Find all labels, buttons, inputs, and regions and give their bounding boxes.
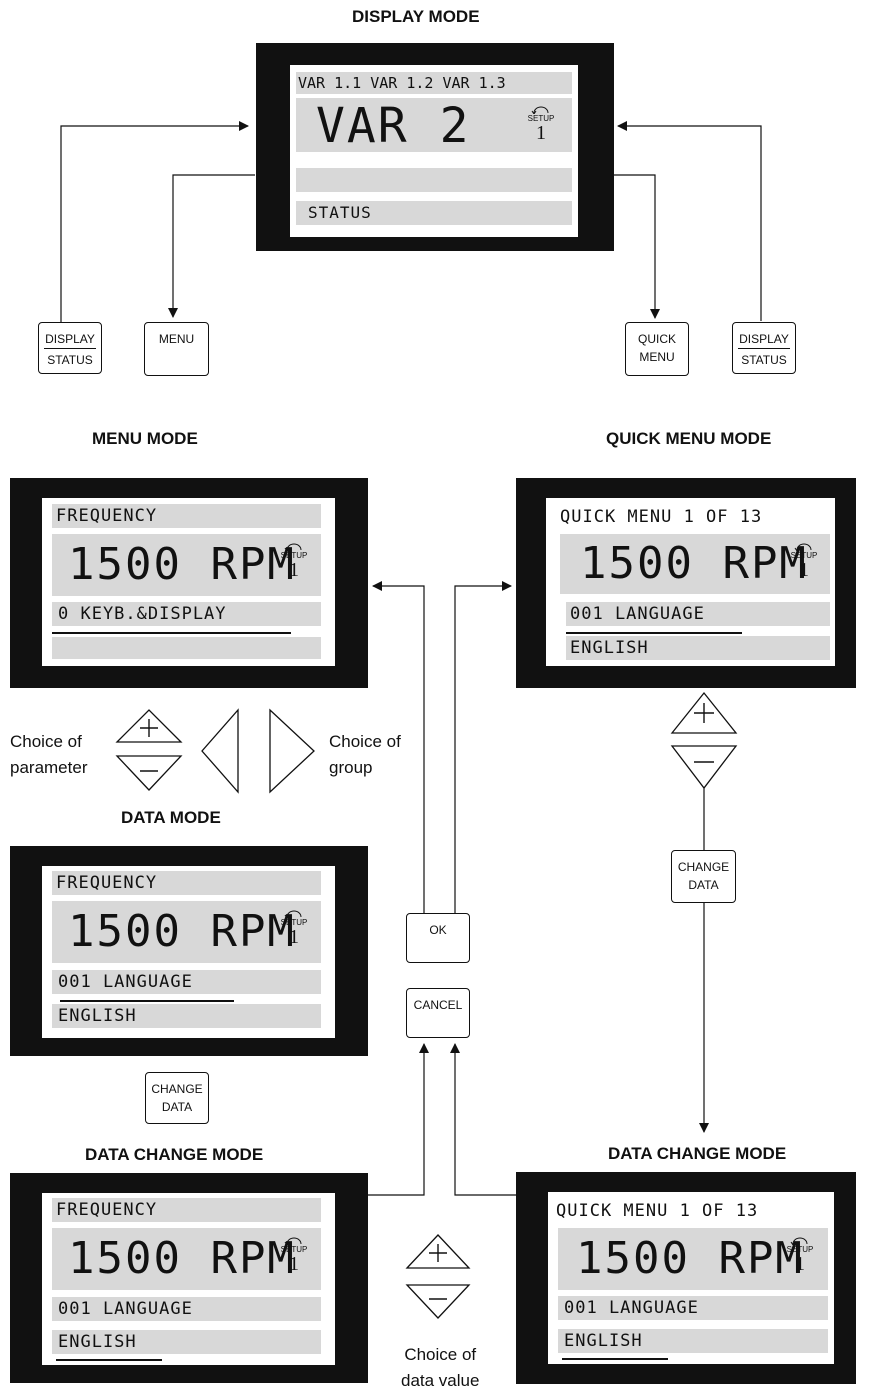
change-left-line-1: FREQUENCY: [52, 1198, 321, 1222]
menu-line-3-cursor: [52, 632, 291, 634]
change-left-screen: FREQUENCY 1500 RPM SETUP 1 001 LANGUAGE …: [42, 1193, 335, 1365]
choice-parameter-note: Choice of parameter: [10, 732, 88, 777]
display-mode-panel: VAR 1.1 VAR 1.2 VAR 1.3 VAR 2 SETUP 1 ST…: [256, 43, 614, 251]
data-change-left-panel: FREQUENCY 1500 RPM SETUP 1 001 LANGUAGE …: [10, 1173, 368, 1383]
quick-setup-indicator: SETUP 1: [790, 542, 818, 580]
menu-line-1: FREQUENCY: [52, 504, 321, 528]
data-line-3: 001 LANGUAGE: [52, 970, 321, 994]
setup-arrow-icon: [284, 1237, 302, 1245]
display-line-3: [296, 168, 572, 192]
change-left-line-4-cursor: [56, 1359, 162, 1361]
connector-ok-to-quick: [454, 581, 512, 913]
display-line-2-bg: [296, 98, 572, 152]
data-big-readout: 1500 RPM: [68, 906, 296, 957]
display-status-key-right[interactable]: DISPLAY STATUS: [732, 322, 796, 374]
menu-key[interactable]: MENU: [144, 322, 209, 376]
display-screen: VAR 1.1 VAR 1.2 VAR 1.3 VAR 2 SETUP 1 ST…: [290, 65, 578, 237]
ok-key[interactable]: OK: [406, 913, 470, 963]
display-setup-indicator: SETUP 1: [527, 105, 555, 143]
display-status-key-left[interactable]: DISPLAY STATUS: [38, 322, 102, 374]
data-line-2-bg: [52, 901, 321, 963]
menu-line-3: 0 KEYB.&DISPLAY: [52, 602, 321, 626]
connector-display-to-quick: [614, 174, 660, 319]
change-right-big-readout: 1500 RPM: [576, 1233, 804, 1284]
menu-big-readout: 1500 RPM: [68, 539, 296, 590]
menu-mode-title: MENU MODE: [92, 429, 198, 448]
quick-line-3: 001 LANGUAGE: [566, 602, 830, 626]
connector-ok-to-menu: [372, 581, 425, 913]
data-change-mode-left-title: DATA CHANGE MODE: [85, 1145, 264, 1164]
setup-arrow-icon: [794, 543, 812, 551]
choice-value-note: Choice of data value: [401, 1345, 480, 1390]
quick-menu-mode-title: QUICK MENU MODE: [606, 429, 772, 448]
connector-change-left-to-cancel: [368, 1043, 429, 1196]
change-left-line-2-bg: [52, 1228, 321, 1290]
display-big-readout: VAR 2: [316, 98, 471, 154]
connector-display-status-left: [60, 121, 249, 325]
data-line-3-cursor: [60, 1000, 234, 1002]
setup-arrow-icon: [790, 1237, 808, 1245]
change-right-line-1: QUICK MENU 1 OF 13: [556, 1199, 832, 1223]
change-right-line-3: 001 LANGUAGE: [558, 1296, 828, 1320]
quick-big-readout: 1500 RPM: [580, 538, 808, 589]
quick-menu-mode-panel: QUICK MENU 1 OF 13 1500 RPM SETUP 1 001 …: [516, 478, 856, 688]
quick-line-2-bg: [560, 534, 830, 594]
change-left-setup-indicator: SETUP 1: [280, 1236, 308, 1274]
change-left-big-readout: 1500 RPM: [68, 1233, 296, 1284]
change-data-key-left[interactable]: CHANGE DATA: [145, 1072, 209, 1124]
change-data-key-right[interactable]: CHANGE DATA: [671, 850, 736, 903]
data-change-right-panel: QUICK MENU 1 OF 13 1500 RPM SETUP 1 001 …: [516, 1172, 856, 1384]
setup-arrow-icon: [284, 543, 302, 551]
display-line-4: STATUS: [296, 201, 572, 225]
change-right-setup-indicator: SETUP 1: [786, 1236, 814, 1274]
menu-mode-panel: FREQUENCY 1500 RPM SETUP 1 0 KEYB.&DISPL…: [10, 478, 368, 688]
setup-arrow-icon: [284, 910, 302, 918]
quick-line-4: ENGLISH: [566, 636, 830, 660]
display-mode-title: DISPLAY MODE: [352, 7, 480, 26]
data-mode-panel: FREQUENCY 1500 RPM SETUP 1 001 LANGUAGE …: [10, 846, 368, 1056]
menu-line-2-bg: [52, 534, 321, 596]
change-right-screen: QUICK MENU 1 OF 13 1500 RPM SETUP 1 001 …: [548, 1192, 834, 1364]
change-left-line-4: ENGLISH: [52, 1330, 321, 1354]
data-screen: FREQUENCY 1500 RPM SETUP 1 001 LANGUAGE …: [42, 866, 335, 1038]
display-line-1: VAR 1.1 VAR 1.2 VAR 1.3: [296, 72, 572, 94]
menu-setup-indicator: SETUP 1: [280, 542, 308, 580]
quick-menu-key[interactable]: QUICK MENU: [625, 322, 689, 376]
menu-line-4: [52, 637, 321, 659]
quick-line-3-cursor: [566, 632, 742, 634]
menu-screen: FREQUENCY 1500 RPM SETUP 1 0 KEYB.&DISPL…: [42, 498, 335, 666]
cancel-key[interactable]: CANCEL: [406, 988, 470, 1038]
data-change-mode-right-title: DATA CHANGE MODE: [608, 1144, 787, 1163]
change-left-line-3: 001 LANGUAGE: [52, 1297, 321, 1321]
data-mode-title: DATA MODE: [121, 808, 221, 827]
connector-display-to-menu: [168, 174, 255, 318]
connector-change-right-to-cancel: [450, 1043, 516, 1196]
change-right-line-4-cursor: [562, 1358, 668, 1360]
quick-menu-screen: QUICK MENU 1 OF 13 1500 RPM SETUP 1 001 …: [546, 498, 835, 666]
change-right-line-2-bg: [558, 1228, 828, 1290]
data-line-4: ENGLISH: [52, 1004, 321, 1028]
data-line-1: FREQUENCY: [52, 871, 321, 895]
data-setup-indicator: SETUP 1: [280, 909, 308, 947]
change-right-line-4: ENGLISH: [558, 1329, 828, 1353]
setup-arrow-icon: [531, 106, 549, 114]
quick-line-1: QUICK MENU 1 OF 13: [560, 505, 830, 529]
connector-display-status-right: [617, 121, 762, 321]
choice-group-note: Choice of group: [329, 732, 401, 777]
